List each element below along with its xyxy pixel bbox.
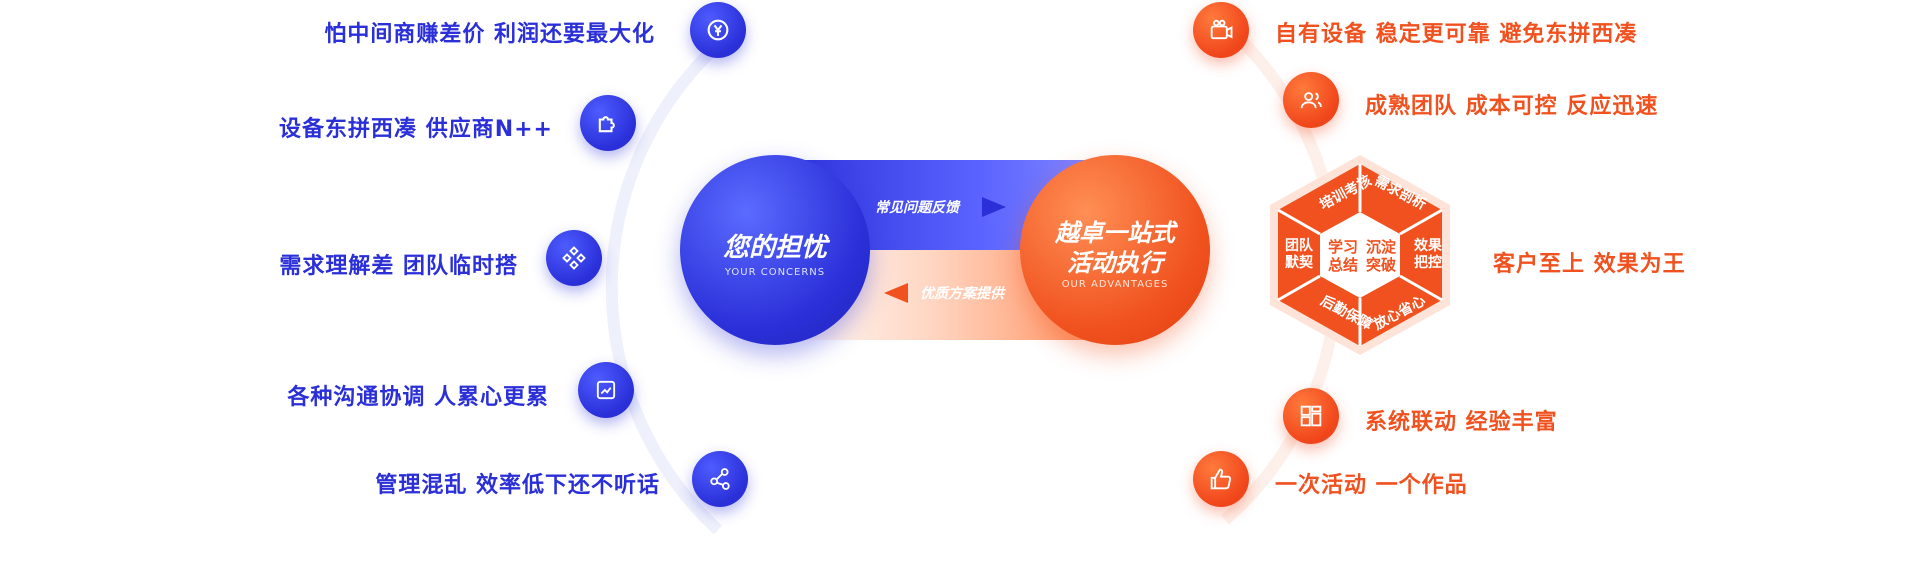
advantages-subtitle: OUR ADVANTAGES — [1061, 279, 1169, 290]
hex-segment-6: 团队 默契 — [1285, 238, 1313, 271]
advantages-circle: 越卓一站式 活动执行 OUR ADVANTAGES — [1020, 155, 1210, 345]
yen-exchange-icon — [690, 2, 746, 58]
advantage-4-label: 系统联动 经验丰富 — [1365, 410, 1558, 435]
advantages-title-line1: 越卓一站式 — [1055, 219, 1175, 247]
concerns-circle: 您的担忧 YOUR CONCERNS — [680, 155, 870, 345]
left-arrow-icon — [884, 283, 908, 303]
advantage-3-label: 客户至上 效果为王 — [1493, 252, 1686, 277]
center-diagram: 常见问题反馈 优质方案提供 您的担忧 YOUR CONCERNS 越卓一站式 活… — [680, 155, 1210, 345]
concern-2-label: 设备东拼西凑 供应商N++ — [279, 117, 553, 142]
thumbs-up-icon — [1193, 451, 1249, 507]
chart-board-icon — [578, 362, 634, 418]
bottom-arrow-label: 优质方案提供 — [920, 286, 1004, 302]
concern-4-label: 各种沟通协调 人累心更累 — [287, 385, 549, 410]
advantage-1-label: 自有设备 稳定更可靠 避免东拼西凑 — [1275, 22, 1638, 47]
concerns-subtitle: YOUR CONCERNS — [724, 267, 826, 278]
left-arc — [605, 40, 723, 535]
concern-1-label: 怕中间商赚差价 利润还要最大化 — [324, 22, 655, 47]
advantage-2-label: 成熟团队 成本可控 反应迅速 — [1365, 94, 1659, 119]
grid-blocks-icon — [1283, 388, 1339, 444]
top-arrow-label: 常见问题反馈 — [875, 200, 959, 216]
advantages-title-line2: 活动执行 — [1067, 249, 1163, 277]
concern-5-label: 管理混乱 效率低下还不听话 — [375, 473, 660, 498]
puzzle-icon — [580, 95, 636, 151]
concern-3-label: 需求理解差 团队临时搭 — [279, 254, 518, 279]
grid-diamond-icon — [546, 230, 602, 286]
camera-icon — [1193, 2, 1249, 58]
right-arrow-icon — [982, 197, 1006, 217]
hex-center-left: 学习 总结 — [1328, 238, 1359, 274]
team-icon — [1283, 72, 1339, 128]
advantage-hexagon — [1270, 155, 1450, 355]
hexagon-inner — [1320, 212, 1400, 298]
hex-segment-3: 效果 把控 — [1414, 238, 1442, 271]
concerns-title: 您的担忧 — [722, 233, 827, 263]
advantage-5-label: 一次活动 一个作品 — [1275, 473, 1468, 498]
hex-center-right: 沉淀 突破 — [1366, 238, 1397, 274]
share-nodes-icon — [692, 451, 748, 507]
